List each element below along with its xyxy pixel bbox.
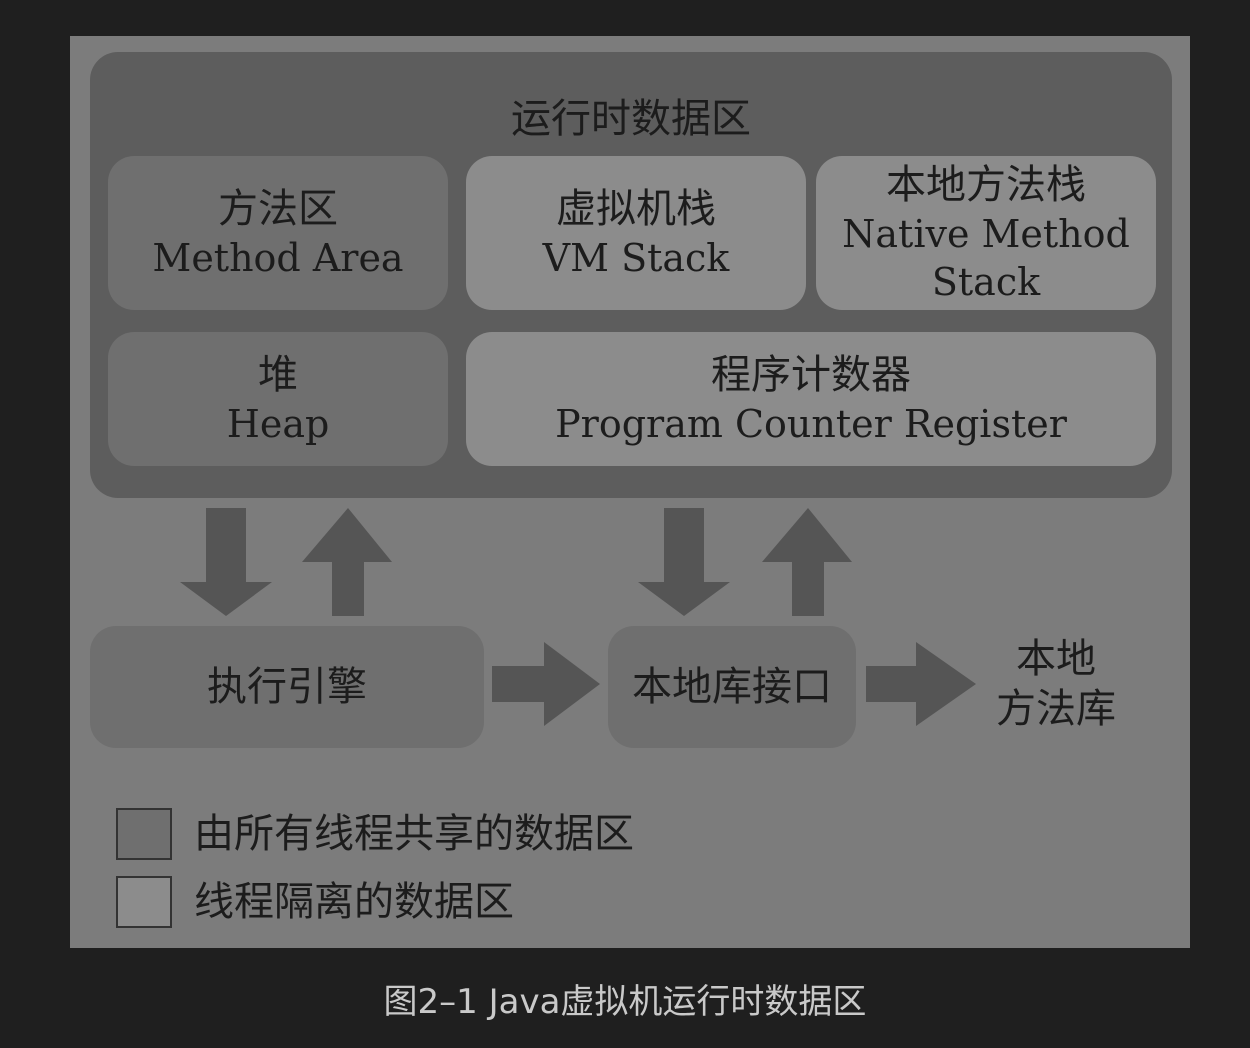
heap-zh: 堆 — [258, 352, 298, 398]
method-area-en: Method Area — [152, 236, 404, 280]
native-method-stack-zh: 本地方法栈 — [886, 162, 1086, 208]
native-method-stack-en-line2: Stack — [931, 260, 1041, 304]
native-interface-label: 本地库接口 — [632, 664, 832, 710]
program-counter-zh: 程序计数器 — [711, 352, 911, 398]
right-arrow-engine-to-interface — [492, 642, 600, 726]
program-counter-box: 程序计数器 Program Counter Register — [466, 332, 1156, 466]
right-arrow-interface-to-library — [866, 642, 976, 726]
method-area-box: 方法区 Method Area — [108, 156, 448, 310]
down-arrow-right — [638, 508, 730, 616]
up-arrow-right — [762, 508, 852, 616]
method-area-zh: 方法区 — [218, 186, 338, 232]
execution-engine-label: 执行引擎 — [207, 664, 367, 710]
vm-stack-box: 虚拟机栈 VM Stack — [466, 156, 806, 310]
native-library-line2: 方法库 — [996, 686, 1116, 732]
down-arrow-left — [180, 508, 272, 616]
legend-shared-text: 由所有线程共享的数据区 — [194, 811, 634, 857]
arrows-layer — [180, 508, 976, 726]
program-counter-en: Program Counter Register — [555, 402, 1067, 446]
native-library-label: 本地 方法库 — [976, 634, 1136, 734]
figure-caption: 图2–1 Java虚拟机运行时数据区 — [383, 982, 867, 1022]
native-method-stack-box: 本地方法栈 Native Method Stack — [816, 156, 1156, 310]
execution-engine-box: 执行引擎 — [90, 626, 484, 748]
up-arrow-left — [302, 508, 392, 616]
legend-isolated-text: 线程隔离的数据区 — [194, 879, 514, 925]
legend-isolated-swatch — [116, 876, 172, 928]
native-interface-box: 本地库接口 — [608, 626, 856, 748]
jvm-runtime-diagram: 运行时数据区 方法区 Method Area 虚拟机栈 VM Stack 本地方… — [70, 36, 1190, 948]
legend-shared-swatch — [116, 808, 172, 860]
vm-stack-en: VM Stack — [542, 236, 730, 280]
runtime-data-area-title: 运行时数据区 — [511, 96, 751, 142]
heap-box: 堆 Heap — [108, 332, 448, 466]
vm-stack-zh: 虚拟机栈 — [556, 186, 716, 232]
native-library-line1: 本地 — [1016, 636, 1096, 682]
native-method-stack-en-line1: Native Method — [842, 212, 1130, 256]
heap-en: Heap — [226, 402, 330, 446]
